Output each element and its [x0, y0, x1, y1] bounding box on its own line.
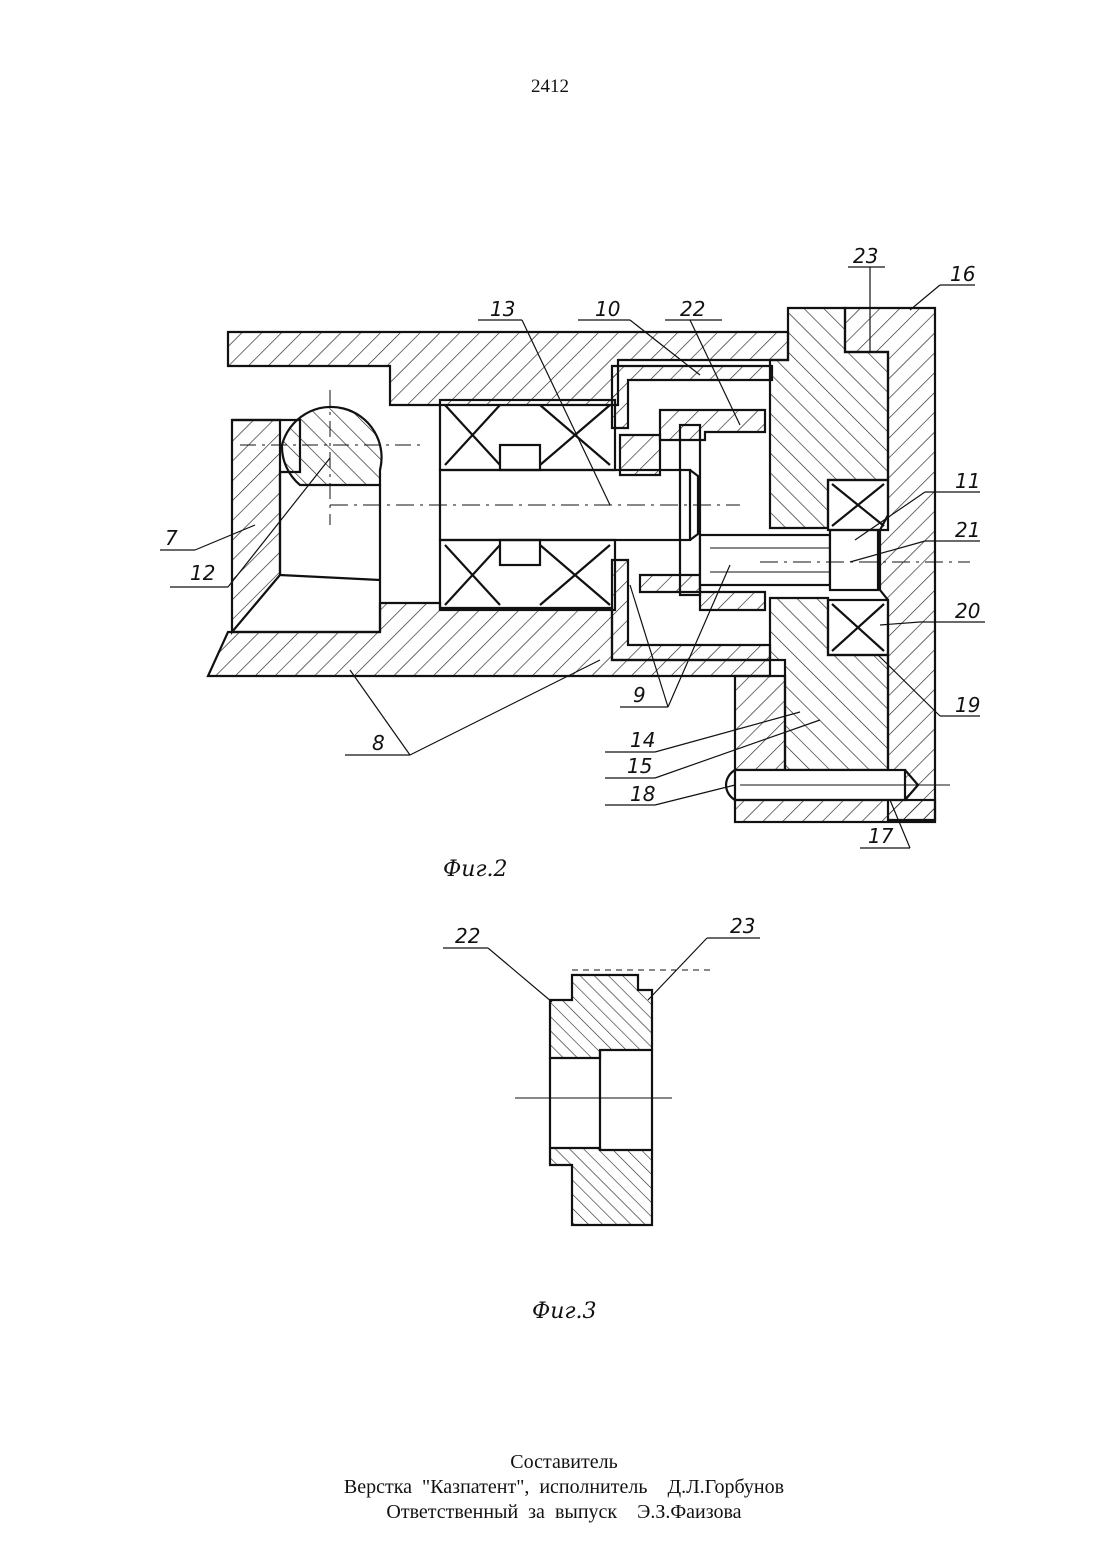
- callout-12: 12: [190, 561, 215, 585]
- callout-16: 16: [950, 262, 975, 286]
- callout-17: 17: [868, 824, 894, 848]
- callout-23: 23: [853, 244, 878, 268]
- callout-8: 8: [372, 731, 385, 755]
- callout-13: 13: [490, 297, 515, 321]
- figure-2-caption: Фиг.2: [443, 857, 508, 882]
- figure-3-caption: Фиг.3: [532, 1299, 597, 1324]
- figure-3-drawing: [443, 938, 760, 1225]
- callout-15: 15: [627, 754, 652, 778]
- callout-18: 18: [630, 782, 655, 806]
- callout-19: 19: [955, 693, 980, 717]
- callout-21: 21: [955, 518, 980, 542]
- callout-11: 11: [955, 469, 980, 493]
- callout-22-fig3: 22: [455, 924, 480, 948]
- part-top: [550, 975, 652, 1058]
- screw-21: [700, 535, 830, 585]
- colophon-compiler: Составитель: [0, 1450, 1100, 1475]
- callout-14: 14: [630, 728, 655, 752]
- callout-22: 22: [680, 297, 705, 321]
- callout-9: 9: [633, 683, 646, 707]
- callout-23-fig3: 23: [730, 914, 755, 938]
- colophon: Составитель Верстка "Казпатент", исполни…: [0, 1450, 1100, 1525]
- colophon-layout: Верстка "Казпатент", исполнитель Д.Л.Гор…: [0, 1475, 1100, 1500]
- figure-2-drawing: [160, 267, 985, 848]
- ball-12: [282, 407, 382, 485]
- callout-7: 7: [165, 526, 178, 550]
- callout-10: 10: [595, 297, 620, 321]
- part-bottom: [550, 1148, 652, 1225]
- bearing-lower: [440, 540, 615, 610]
- ring-22: [660, 410, 765, 440]
- colophon-responsible: Ответственный за выпуск Э.З.Фаизова: [0, 1500, 1100, 1525]
- block-7: [232, 420, 280, 632]
- callout-20: 20: [955, 599, 980, 623]
